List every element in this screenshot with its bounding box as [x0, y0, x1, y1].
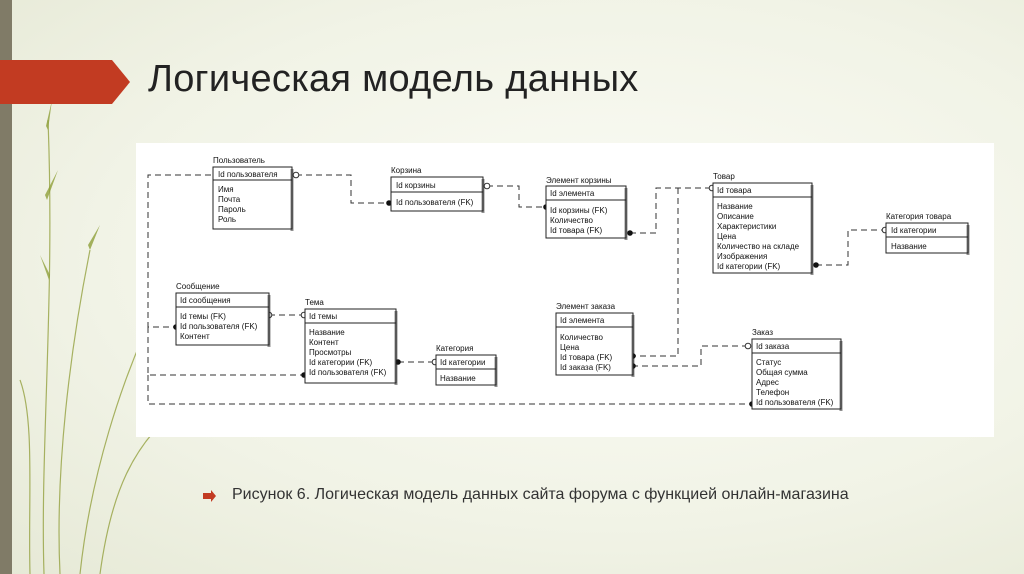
entity-category: Категория Id категории Название — [435, 344, 498, 387]
entity-attr: Контент — [180, 332, 210, 341]
entity-key: Id элемента — [560, 316, 605, 325]
er-diagram-panel: Пользователь Id пользователя Имя Почта П… — [136, 143, 994, 437]
entity-attr: Id категории (FK) — [309, 358, 373, 367]
entity-message: Сообщение Id сообщения Id темы (FK) Id п… — [175, 282, 271, 347]
entity-attr: Количество — [550, 216, 594, 225]
entity-attr: Id темы (FK) — [180, 312, 226, 321]
entity-key: Id сообщения — [180, 296, 231, 305]
entity-attr: Id товара (FK) — [550, 226, 603, 235]
entity-order: Заказ Id заказа Статус Общая сумма Адрес… — [751, 328, 843, 411]
entity-cart: Корзина Id корзины Id пользователя (FK) — [390, 166, 485, 213]
entity-attr: Id пользователя (FK) — [180, 322, 258, 331]
entity-product-category: Категория товара Id категории Название — [885, 212, 970, 255]
entity-name: Сообщение — [176, 282, 220, 291]
entity-key: Id пользователя — [218, 170, 278, 179]
entity-attr: Пароль — [218, 205, 246, 214]
entity-attr: Телефон — [756, 388, 789, 397]
entity-attr: Цена — [560, 343, 580, 352]
entity-attr: Id пользователя (FK) — [309, 368, 387, 377]
entity-key: Id товара — [717, 186, 752, 195]
entity-name: Товар — [713, 172, 735, 181]
entity-attr: Id пользователя (FK) — [396, 198, 474, 207]
bullet-arrow-icon — [203, 490, 216, 502]
entity-key: Id темы — [309, 312, 337, 321]
entity-attr: Id заказа (FK) — [560, 363, 611, 372]
entity-attr: Название — [891, 242, 927, 251]
entity-attr: Изображения — [717, 252, 767, 261]
entity-attr: Описание — [717, 212, 754, 221]
title-accent-bar — [0, 60, 130, 104]
figure-caption: Рисунок 6. Логическая модель данных сайт… — [232, 486, 849, 503]
entity-name: Тема — [305, 298, 324, 307]
entity-attr: Статус — [756, 358, 781, 367]
entity-attr: Роль — [218, 215, 236, 224]
entity-attr: Название — [440, 374, 476, 383]
entity-key: Id категории — [891, 226, 936, 235]
entity-attr: Id пользователя (FK) — [756, 398, 834, 407]
entity-attr: Имя — [218, 185, 234, 194]
entity-attr: Id товара (FK) — [560, 353, 613, 362]
er-diagram: Пользователь Id пользователя Имя Почта П… — [147, 156, 970, 411]
entity-name: Заказ — [752, 328, 773, 337]
entity-attr: Id корзины (FK) — [550, 206, 608, 215]
entity-cart-item: Элемент корзины Id элемента Id корзины (… — [545, 176, 628, 240]
relationship-lines — [147, 174, 885, 405]
entity-attr: Просмотры — [309, 348, 352, 357]
entity-attr: Адрес — [756, 378, 779, 387]
entity-name: Элемент заказа — [556, 302, 616, 311]
entity-attr: Контент — [309, 338, 339, 347]
slide-title: Логическая модель данных — [148, 58, 639, 100]
entity-attr: Цена — [717, 232, 737, 241]
entity-attr: Характеристики — [717, 222, 776, 231]
entity-product: Товар Id товара Название Описание Характ… — [712, 172, 814, 275]
left-accent-stripe — [0, 0, 12, 574]
entity-key: Id категории — [440, 358, 485, 367]
entity-order-item: Элемент заказа Id элемента Количество Це… — [555, 302, 635, 377]
entity-attr: Id категории (FK) — [717, 262, 781, 271]
entity-name: Категория — [436, 344, 473, 353]
entity-attr: Название — [717, 202, 753, 211]
entity-key: Id заказа — [756, 342, 790, 351]
entity-key: Id корзины — [396, 181, 436, 190]
entity-attr: Количество на складе — [717, 242, 800, 251]
entity-name: Пользователь — [213, 156, 265, 165]
entity-name: Элемент корзины — [546, 176, 612, 185]
entity-attr: Название — [309, 328, 345, 337]
entity-name: Категория товара — [886, 212, 952, 221]
entity-user: Пользователь Id пользователя Имя Почта П… — [212, 156, 294, 231]
entity-topic: Тема Id темы Название Контент Просмотры … — [304, 298, 398, 385]
entity-attr: Количество — [560, 333, 604, 342]
entity-attr: Общая сумма — [756, 368, 808, 377]
entity-attr: Почта — [218, 195, 241, 204]
entity-key: Id элемента — [550, 189, 595, 198]
entity-name: Корзина — [391, 166, 422, 175]
